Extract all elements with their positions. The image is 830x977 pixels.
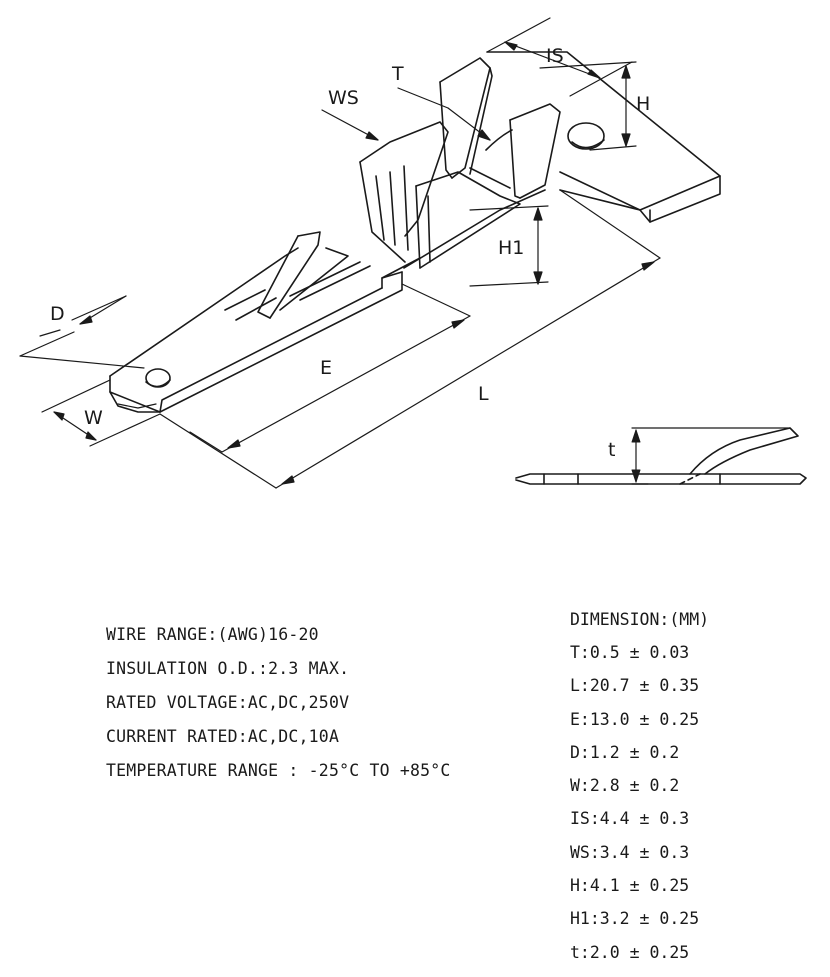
electrical-specifications: WIRE RANGE:(AWG)16-20 INSULATION O.D.:2.… xyxy=(106,618,451,788)
dimension-d: D:1.2 ± 0.2 xyxy=(570,742,680,762)
label-h1: H1 xyxy=(498,237,524,259)
dimension-lines xyxy=(19,17,661,489)
label-l: L xyxy=(478,383,489,405)
insulation-crimp-wings xyxy=(439,57,561,199)
label-d: D xyxy=(50,303,65,325)
label-h: H xyxy=(636,93,650,115)
dimension-table: DIMENSION:(MM) T:0.5 ± 0.03 L:20.7 ± 0.3… xyxy=(570,604,709,969)
dimension-is: IS:4.4 ± 0.3 xyxy=(570,809,690,829)
dimension-w: W:2.8 ± 0.2 xyxy=(570,776,680,796)
label-t: T xyxy=(391,63,404,85)
mounting-flange xyxy=(486,51,721,223)
spec-insulation: INSULATION O.D.:2.3 MAX. xyxy=(106,659,350,678)
dimension-e: E:13.0 ± 0.25 xyxy=(570,709,700,729)
wire-crimp-wings xyxy=(359,121,521,269)
spec-temperature-range: TEMPERATURE RANGE : -25°C TO +85°C xyxy=(106,761,451,780)
spec-current-rated: CURRENT RATED:AC,DC,10A xyxy=(106,727,340,746)
terminal-blade xyxy=(109,189,546,413)
dimension-t-small: t:2.0 ± 0.25 xyxy=(570,942,690,962)
dimension-ws: WS:3.4 ± 0.3 xyxy=(570,842,690,862)
spec-wire-range: WIRE RANGE:(AWG)16-20 xyxy=(106,625,319,644)
spec-rated-voltage: RATED VOLTAGE:AC,DC,250V xyxy=(106,693,350,712)
terminal-technical-drawing: IS T WS H H1 D E L W t xyxy=(19,17,807,489)
dimension-h: H:4.1 ± 0.25 xyxy=(570,876,690,896)
label-e: E xyxy=(320,357,332,379)
label-is: IS xyxy=(546,45,564,67)
label-ws: WS xyxy=(328,87,359,109)
label-t-small: t xyxy=(608,439,615,461)
side-view-inset xyxy=(515,427,807,485)
dimension-title: DIMENSION:(MM) xyxy=(570,610,710,629)
dimension-h1: H1:3.2 ± 0.25 xyxy=(570,909,700,929)
dimension-l: L:20.7 ± 0.35 xyxy=(570,676,700,696)
locking-lance xyxy=(257,231,349,319)
label-w: W xyxy=(84,407,103,429)
dimension-t: T:0.5 ± 0.03 xyxy=(570,643,690,662)
flange-hole xyxy=(567,122,605,150)
